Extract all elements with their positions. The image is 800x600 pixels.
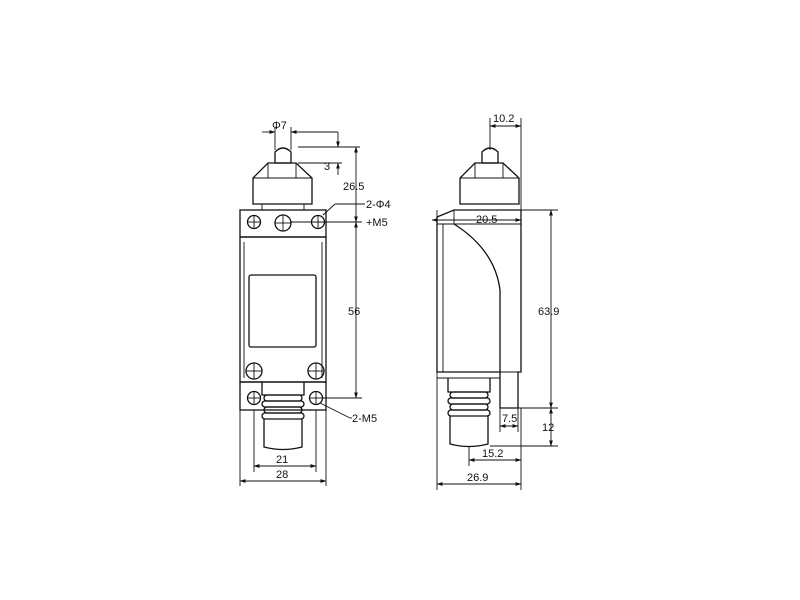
dim-overall-height: 63.9	[538, 306, 559, 318]
dim-conduit-offset: 7.5	[502, 413, 517, 425]
front-view	[239, 147, 327, 451]
side-body	[436, 209, 522, 409]
dim-mount-screw-bottom: 2-M5	[352, 413, 377, 425]
dim-conduit-position: 15.2	[482, 448, 503, 460]
dim-height-to-mount: 26.5	[343, 181, 364, 193]
side-conduit	[447, 378, 491, 448]
front-conduit	[261, 382, 305, 451]
dim-mount-screw-top: +M5	[366, 217, 388, 229]
front-top-holes	[246, 214, 326, 232]
dim-plunger-travel: 3	[324, 161, 330, 173]
dim-mount-hole-top: 2-Φ4	[366, 199, 391, 211]
dim-plunger-offset: 10.2	[493, 113, 514, 125]
dim-plunger-to-back: 20.5	[476, 214, 497, 226]
front-body	[239, 236, 327, 383]
dim-hole-spacing: 56	[348, 306, 360, 318]
front-bottom-screws	[245, 362, 325, 380]
dim-body-width: 28	[276, 469, 288, 481]
side-plunger	[459, 147, 520, 205]
side-view	[436, 147, 522, 448]
dim-hole-pitch: 21	[276, 454, 288, 466]
dim-plunger-diameter: Φ7	[272, 120, 287, 132]
dim-conduit-length: 12	[542, 422, 554, 434]
front-dimensions: Φ7 3 26.5 2-Φ4 +M5 56 2-M5 21	[239, 120, 391, 486]
front-bottom-plate	[239, 381, 327, 411]
dim-body-depth: 26.9	[467, 472, 488, 484]
side-dimensions: 10.2 20.5 63.9 7.5 12 15.2 26.9	[431, 113, 559, 490]
front-plunger	[252, 147, 313, 211]
